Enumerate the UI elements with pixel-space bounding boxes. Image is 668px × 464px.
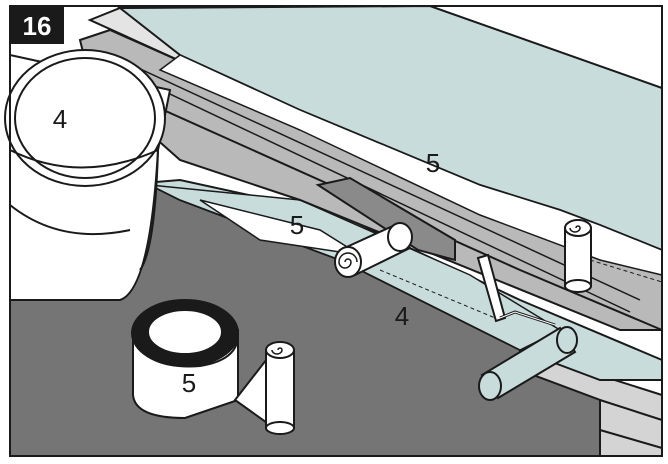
paint-roller <box>476 253 578 401</box>
label-membrane-roll: 5 <box>290 210 304 240</box>
drain-profile-groove <box>109 54 641 313</box>
dashed-line-lower <box>379 269 501 321</box>
step-badge <box>10 6 64 44</box>
sealing-tape-roll <box>131 299 239 420</box>
metal-frame-inner <box>599 399 663 449</box>
primer-bucket <box>4 49 172 301</box>
label-primer-strip: 4 <box>395 301 409 331</box>
label-membrane-upper: 5 <box>426 148 440 178</box>
label-tape-roll: 5 <box>182 368 196 398</box>
dashed-line-upper <box>589 259 663 283</box>
membrane-roll-lying <box>334 222 413 278</box>
drain-profile-edge <box>129 94 663 331</box>
tape-strip-roll <box>233 341 295 435</box>
step-number: 16 <box>23 11 52 41</box>
label-bucket: 4 <box>53 104 67 134</box>
membrane-roll-standing <box>564 219 592 293</box>
figure-frame <box>9 5 663 457</box>
